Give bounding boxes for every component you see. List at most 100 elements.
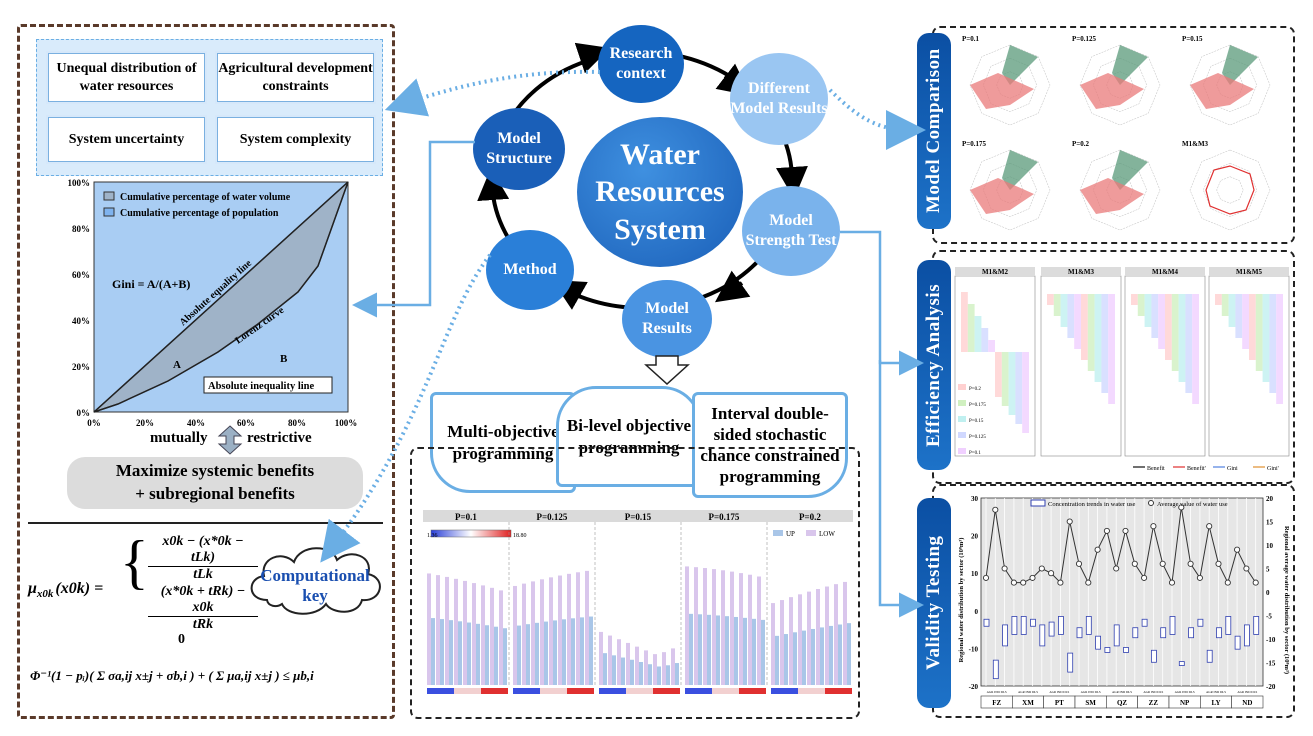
validity-chart: 3020100-10-2020151050-5-10-15-20Concentr… <box>958 495 1290 709</box>
heat-cell <box>427 688 436 694</box>
validity-avg-point <box>1066 518 1073 525</box>
heat-cell <box>626 688 635 694</box>
lorenz-ytick: 100% <box>68 178 91 188</box>
up-bar <box>707 614 711 685</box>
eff-bar <box>1022 352 1029 433</box>
up-bar <box>743 617 747 685</box>
validity-avg-point <box>1215 560 1222 567</box>
up-bar <box>752 618 756 685</box>
radar-ring <box>1189 149 1271 231</box>
low-bar <box>653 654 657 685</box>
validity-box <box>1160 627 1167 639</box>
node-model-structure: Model Structure <box>473 108 565 190</box>
row2-denominator: tRk <box>192 617 214 632</box>
node-different-results: Different Model Results <box>730 53 828 145</box>
validity-box <box>1002 624 1008 647</box>
lorenz-area-b: B <box>280 353 288 365</box>
side-label-efficiency-analysis: Efficiency Analysis <box>917 260 951 470</box>
validity-avg-point <box>1020 579 1027 586</box>
validity-sector-label: AGR IND DLS <box>1112 690 1132 694</box>
up-bar <box>838 624 842 685</box>
validity-box <box>992 659 999 680</box>
low-bar <box>531 581 535 685</box>
low-bar <box>748 574 752 685</box>
low-bar <box>513 585 517 685</box>
low-bar <box>427 573 431 685</box>
lorenz-xtick: 40% <box>187 418 205 428</box>
radar-area-red <box>1190 73 1254 109</box>
heat-cell <box>843 688 852 694</box>
up-bar <box>503 628 507 685</box>
eff-bar <box>1178 294 1186 382</box>
radar-ring <box>1189 44 1271 126</box>
up-bar <box>603 653 607 685</box>
validity-box <box>1030 618 1036 627</box>
low-bar <box>807 591 811 685</box>
radar-ring <box>969 44 1051 126</box>
low-bar <box>454 578 458 685</box>
eff-bottom-legend-label: Benefit' <box>1187 465 1206 472</box>
up-bar <box>553 620 557 685</box>
validity-box <box>1243 624 1250 647</box>
heat-cell <box>499 688 508 694</box>
validity-avg-point <box>1252 579 1259 586</box>
validity-box <box>1197 618 1204 627</box>
heat-cell <box>757 688 766 694</box>
validity-left-tick: -20 <box>969 683 979 691</box>
eff-bar <box>1015 352 1023 424</box>
eff-bar <box>1221 294 1229 316</box>
lorenz-area-a: A <box>173 359 181 371</box>
low-bar <box>626 642 630 685</box>
eff-panel-title: M1&M5 <box>1236 268 1263 276</box>
eff-bar <box>1269 294 1277 393</box>
heat-legend-up: UP <box>786 530 795 538</box>
eff-bottom-legend-label: Gini' <box>1267 466 1279 472</box>
validity-avg-point <box>1085 579 1092 586</box>
results-bars <box>427 566 851 685</box>
low-bar <box>694 567 698 685</box>
up-bar <box>784 634 788 685</box>
up-bar <box>698 614 702 685</box>
validity-sector-label: AGR IND DLS <box>1175 690 1195 694</box>
radar-title: P=0.175 <box>962 140 987 148</box>
lorenz-xtick: 0% <box>87 418 101 428</box>
mutual-left: mutually <box>150 430 208 446</box>
validity-avg-point <box>1057 579 1064 586</box>
eff-bar <box>1094 294 1102 382</box>
heat-cell <box>834 688 843 694</box>
eff-bar <box>1081 294 1088 360</box>
low-bar <box>662 652 666 685</box>
radar-ring <box>1203 163 1257 217</box>
eff-bar <box>1108 294 1115 404</box>
low-bar <box>540 579 544 685</box>
validity-sector-label: AGR IND DLS <box>1237 690 1257 694</box>
up-bar <box>793 632 797 685</box>
node-method: Method <box>486 230 574 310</box>
validity-box <box>983 618 990 627</box>
eff-bar <box>1192 294 1199 404</box>
heat-cell <box>454 688 463 694</box>
validity-avg-point <box>982 574 990 581</box>
heat-cell <box>653 688 662 694</box>
validity-box <box>1150 649 1157 663</box>
validity-region-label: FZ <box>992 699 1001 707</box>
heat-cell <box>644 688 653 694</box>
radar-title: P=0.2 <box>1072 140 1090 148</box>
radar-title: P=0.125 <box>1072 35 1097 43</box>
lorenz-xtick: 60% <box>237 418 255 428</box>
heat-p-label: P=0.2 <box>799 512 821 522</box>
up-bar <box>811 628 815 685</box>
heat-cell <box>445 688 454 694</box>
radar-area-red <box>1080 73 1144 109</box>
eff-panel-header <box>1041 267 1121 276</box>
validity-avg-point <box>1094 546 1101 553</box>
up-bar <box>535 622 539 685</box>
low-bar <box>481 585 485 685</box>
validity-right-tick: -15 <box>1266 660 1276 668</box>
up-bar <box>431 618 435 685</box>
side-label-validity-testing: Validity Testing <box>917 498 951 708</box>
low-bar <box>644 650 648 685</box>
heat-p-label: P=0.15 <box>625 512 652 522</box>
eff-panel-header <box>1209 267 1289 276</box>
